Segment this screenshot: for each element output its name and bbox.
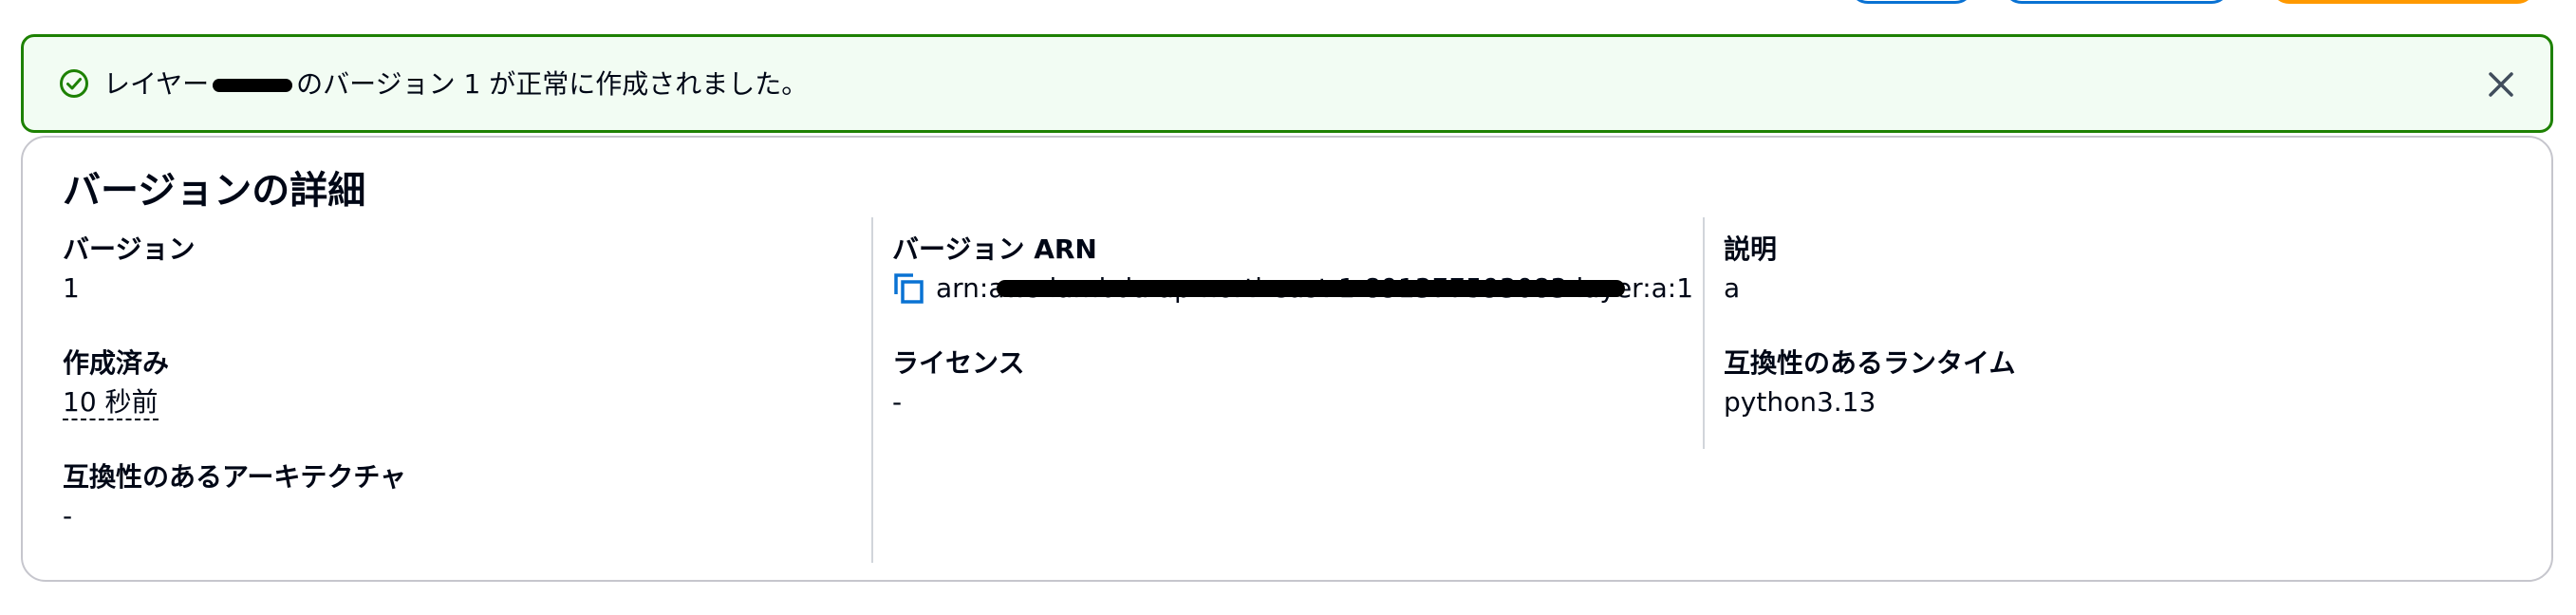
version-details-panel: バージョンの詳細 バージョン 1 作成済み 10 秒前 互換性のあるアーキテクチ… xyxy=(21,136,2553,582)
column-divider xyxy=(1703,217,1705,449)
check-circle-icon xyxy=(60,69,88,98)
top-action-button-1[interactable] xyxy=(1849,0,1974,4)
architecture-value: - xyxy=(63,500,73,531)
created-label: 作成済み xyxy=(63,347,170,379)
arn-field: バージョン ARN arn:aws:lambda:ap-northeast-1:… xyxy=(892,233,1693,309)
version-value: 1 xyxy=(63,272,80,304)
architecture-label: 互換性のあるアーキテクチャ xyxy=(63,461,407,493)
created-field: 作成済み 10 秒前 xyxy=(63,346,169,420)
created-value[interactable]: 10 秒前 xyxy=(63,386,159,420)
license-label: ライセンス xyxy=(892,347,1025,379)
column-divider xyxy=(871,217,873,563)
description-label: 説明 xyxy=(1724,233,1778,265)
top-action-button-3[interactable] xyxy=(2270,0,2536,4)
arn-label: バージョン ARN xyxy=(892,233,1097,265)
copy-icon[interactable] xyxy=(892,271,926,306)
top-action-button-2[interactable] xyxy=(2003,0,2231,4)
top-action-buttons xyxy=(0,0,2576,9)
version-field: バージョン 1 xyxy=(63,233,195,307)
redaction-mark xyxy=(213,79,293,92)
runtime-field: 互換性のあるランタイム python3.13 xyxy=(1724,346,2015,420)
close-icon[interactable] xyxy=(2484,67,2518,102)
flash-message: レイヤー のバージョン 1 が正常に作成されました。 xyxy=(103,67,808,102)
runtime-value: python3.13 xyxy=(1724,386,1876,418)
license-value: - xyxy=(892,386,903,418)
license-field: ライセンス - xyxy=(892,346,1024,420)
panel-title: バージョンの詳細 xyxy=(63,169,366,213)
flash-message-suffix: のバージョン 1 が正常に作成されました。 xyxy=(296,68,809,100)
description-value: a xyxy=(1724,272,1741,304)
architecture-field: 互換性のあるアーキテクチャ - xyxy=(63,460,406,534)
description-field: 説明 a xyxy=(1724,233,1777,307)
success-flash-banner: レイヤー のバージョン 1 が正常に作成されました。 xyxy=(21,34,2553,133)
runtime-label: 互換性のあるランタイム xyxy=(1724,347,2016,379)
redaction-mark xyxy=(997,280,1625,297)
version-label: バージョン xyxy=(63,233,196,265)
flash-message-prefix: レイヤー xyxy=(103,68,210,100)
